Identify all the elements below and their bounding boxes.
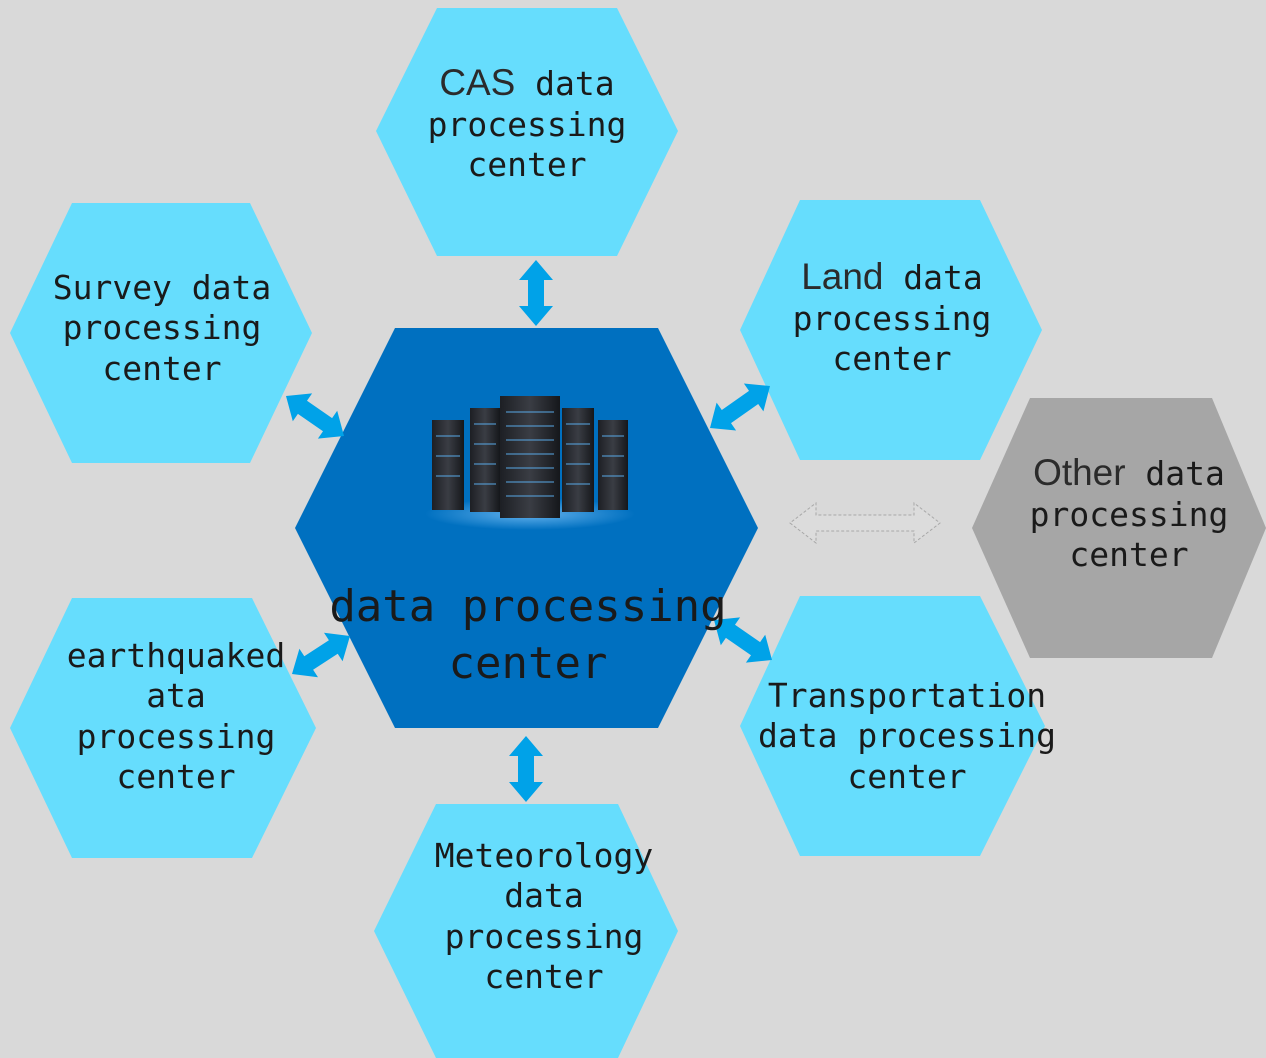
land-bold-word: Land [801, 256, 884, 297]
node-label-cas: CAS data processing center [400, 60, 654, 186]
hex-cas [376, 8, 678, 256]
node-label-other: Other data processing center [1000, 450, 1258, 576]
node-label-earthquake: earthquaked ata processing center [66, 636, 286, 796]
other-bold-word: Other [1033, 452, 1126, 493]
hex-transportation [740, 596, 1045, 856]
hex-earthquake [10, 598, 316, 858]
arrow-survey [286, 393, 344, 439]
other-rest-text: data processing center [1029, 454, 1249, 575]
land-rest-text: data processing center [792, 258, 1012, 379]
node-label-survey: Survey data processing center [52, 268, 272, 388]
hex-land [740, 200, 1042, 460]
hex-meteorology [374, 804, 678, 1058]
arrow-land [710, 383, 770, 431]
hex-other [972, 398, 1266, 658]
server-rack-icon [425, 396, 635, 530]
node-label-transportation: Transportation data processing center [757, 676, 1056, 796]
connector-arrows [286, 260, 941, 802]
node-label-land: Land data processing center [765, 254, 1019, 380]
arrow-earthquake [292, 632, 350, 678]
cas-bold-word: CAS [439, 62, 516, 103]
arrow-meteorology [509, 736, 543, 802]
arrow-other-dashed [789, 501, 941, 545]
node-label-meteorology: Meteorology data processing center [434, 836, 654, 996]
cas-rest-text: data processing center [427, 64, 647, 185]
hex-survey [10, 203, 312, 463]
center-label: data processing center [329, 581, 727, 690]
arrow-transportation [714, 617, 772, 663]
arrow-cas [519, 260, 553, 326]
